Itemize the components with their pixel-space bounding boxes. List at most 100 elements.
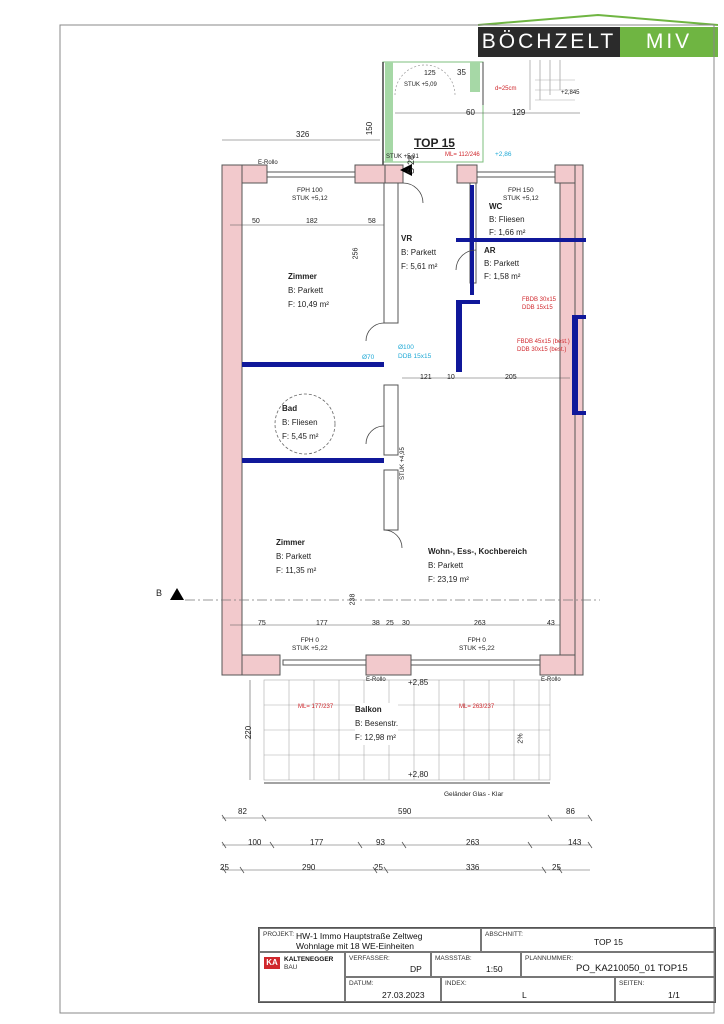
verfasser-value: DP: [410, 964, 422, 974]
room-name: AR: [484, 246, 496, 255]
ml-top: ML= 112/246: [445, 152, 480, 158]
dim-129: 129: [512, 108, 526, 117]
projekt-line1: HW-1 Immo Hauptstraße Zeltweg: [296, 931, 423, 941]
room-name: Bad: [282, 404, 298, 413]
dim-row1-c: 86: [566, 807, 575, 816]
room-area: F: 10,49 m²: [288, 300, 329, 309]
level-280: +2,80: [408, 770, 429, 779]
abschnitt-value: TOP 15: [594, 937, 623, 947]
room-balkon: Balkon B: Besenstr. F: 12,98 m²: [355, 703, 399, 745]
section-s28: S-28: [406, 154, 416, 174]
logo-left: BÖCHZELT: [478, 27, 620, 57]
massstab-label: MASSSTAB:: [435, 955, 472, 962]
company-name: KALTENEGGER: [284, 956, 334, 963]
stuk-stair: STUK +5,09: [404, 82, 437, 88]
index-value: L: [522, 990, 527, 1000]
balcony-tiles: [263, 679, 551, 781]
dimension-ticks: [221, 814, 593, 874]
index-label: INDEX:: [445, 980, 467, 987]
room-wc: WC B: Fliesen F: 1,66 m²: [489, 200, 525, 239]
dim-row2-c: 93: [376, 838, 385, 847]
dim-10: 10: [447, 374, 455, 381]
exterior-walls: [221, 164, 584, 676]
dim-121: 121: [420, 374, 432, 381]
dim-b38: 38: [372, 620, 380, 627]
abschnitt-cell: ABSCHNITT: TOP 15: [481, 928, 715, 952]
dim-35: 35: [457, 68, 466, 77]
dim-row2-d: 263: [466, 838, 480, 847]
massstab-cell: MASSSTAB: 1:50: [431, 952, 521, 977]
dim-row3-c: 25: [374, 863, 383, 872]
room-floor: B: Parkett: [428, 561, 464, 570]
slope-label: 2%: [517, 733, 525, 744]
room-zimmer-1: Zimmer B: Parkett F: 10,49 m²: [288, 270, 329, 312]
dim-60: 60: [466, 108, 475, 117]
erollo-bl: E-Rollo: [366, 677, 386, 683]
room-wohnbereich: Wohn-, Ess-, Kochbereich B: Parkett F: 2…: [428, 545, 527, 587]
room-name: WC: [489, 202, 503, 211]
room-area: F: 23,19 m²: [428, 575, 469, 584]
dim-b25: 25: [386, 620, 394, 627]
dim-125: 125: [424, 70, 436, 77]
company-logo: BÖCHZELT MIV: [478, 27, 718, 57]
room-area: F: 12,98 m²: [355, 733, 396, 742]
dim-220: 220: [244, 725, 254, 740]
dim-row1-a: 82: [238, 807, 247, 816]
level-2845: +2,845: [561, 90, 580, 96]
dim-326: 326: [296, 130, 310, 139]
gelaender-note: Geländer Glas - Klar: [444, 791, 504, 798]
ml-balk-left: ML= 177/237: [298, 704, 334, 710]
dim-row3-b: 290: [302, 863, 316, 872]
datum-label: DATUM:: [349, 980, 374, 987]
erollo-br: E-Rollo: [541, 677, 561, 683]
fbdb-text: FBDB 30x15: [522, 297, 557, 303]
fph-text: FPH 0: [300, 637, 319, 644]
windows-top: [266, 171, 556, 666]
stair-green-edge: [385, 62, 393, 162]
datum-value: 27.03.2023: [382, 990, 425, 1000]
seiten-value: 1/1: [668, 990, 680, 1000]
room-ar: AR B: Parkett F: 1,58 m²: [484, 244, 520, 283]
dim-182: 182: [306, 218, 318, 225]
stuk-vr: STUK +5,31: [386, 154, 419, 160]
room-bad: Bad B: Fliesen F: 5,45 m²: [282, 402, 318, 444]
sheet-frame: [59, 24, 715, 1014]
logo-right: MIV: [620, 27, 718, 57]
room-floor: B: Parkett: [401, 248, 437, 257]
dim-row3-d: 336: [466, 863, 480, 872]
room-area: F: 11,35 m²: [276, 566, 317, 575]
ddb-text: DDB 15x15: [522, 305, 553, 311]
dim-b263: 263: [474, 620, 486, 627]
massstab-value: 1:50: [486, 964, 503, 974]
ddb-text: DDB 30x15 (best.): [517, 347, 567, 353]
room-name: Wohn-, Ess-, Kochbereich: [428, 547, 527, 556]
dim-b75: 75: [258, 620, 266, 627]
abschnitt-label: ABSCHNITT:: [485, 931, 523, 938]
dim-row1-b: 590: [398, 807, 412, 816]
room-name: Zimmer: [288, 272, 317, 281]
dim-b43: 43: [547, 620, 555, 627]
room-floor: B: Besenstr.: [355, 719, 399, 728]
door-swings: [274, 182, 477, 549]
fbdb-2: FBDB 45x15 (best.)DDB 30x15 (best.): [517, 338, 570, 354]
dim-58: 58: [368, 218, 376, 225]
dim-50: 50: [252, 218, 260, 225]
plannummer-value: PO_KA210050_01 TOP15: [576, 963, 688, 974]
datum-cell: DATUM: 27.03.2023: [345, 977, 441, 1002]
section-marker-b: [170, 588, 184, 600]
dim-row3-a: 25: [220, 863, 229, 872]
interior-walls: [383, 182, 477, 531]
projekt-cell: PROJEKT: HW-1 Immo Hauptstraße Zeltweg W…: [259, 928, 481, 952]
plannummer-label: PLANNUMMER:: [525, 955, 574, 962]
dim-row2-e: 143: [568, 838, 582, 847]
d25-note: d=25cm: [495, 86, 517, 92]
level-285: +2,85: [408, 678, 429, 687]
dim-150: 150: [365, 121, 375, 136]
dim-256: 256: [352, 247, 360, 260]
dim-238: 238: [349, 593, 357, 606]
